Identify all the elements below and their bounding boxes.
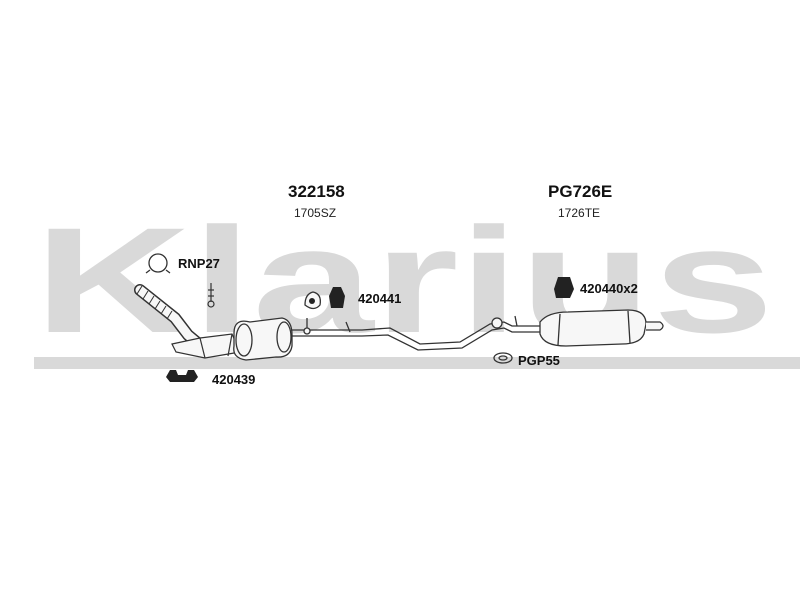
- fitting-label-420440x2: 420440x2: [580, 281, 638, 296]
- intermediate-pipe: [292, 315, 540, 351]
- rear-silencer-code: 1726TE: [558, 206, 601, 220]
- mounting-bracket-icon: [166, 370, 198, 382]
- centre-silencer-part-number: 322158: [288, 182, 345, 201]
- front-pipe-catalyst: [134, 284, 241, 359]
- fitting-label-420441: 420441: [358, 291, 402, 306]
- rubber-hanger-icon: [554, 277, 574, 298]
- fitting-label-pgp55: PGP55: [518, 353, 560, 368]
- front-pipe-clamp: [207, 283, 215, 308]
- fitting-label-420439: 420439: [212, 372, 256, 387]
- watermark-underline: [34, 357, 800, 369]
- rubber-hanger-icon: [304, 287, 345, 310]
- watermark-logo-text: Klarius: [34, 196, 774, 364]
- rear-silencer-part-number: PG726E: [548, 182, 613, 201]
- pipe-clamp-icon: [145, 253, 171, 274]
- fitting-label-rnp27: RNP27: [178, 256, 220, 271]
- rear-silencer: [539, 309, 664, 347]
- centre-silencer: [233, 317, 293, 361]
- gasket-icon: [493, 352, 513, 364]
- centre-silencer-code: 1705SZ: [294, 206, 337, 220]
